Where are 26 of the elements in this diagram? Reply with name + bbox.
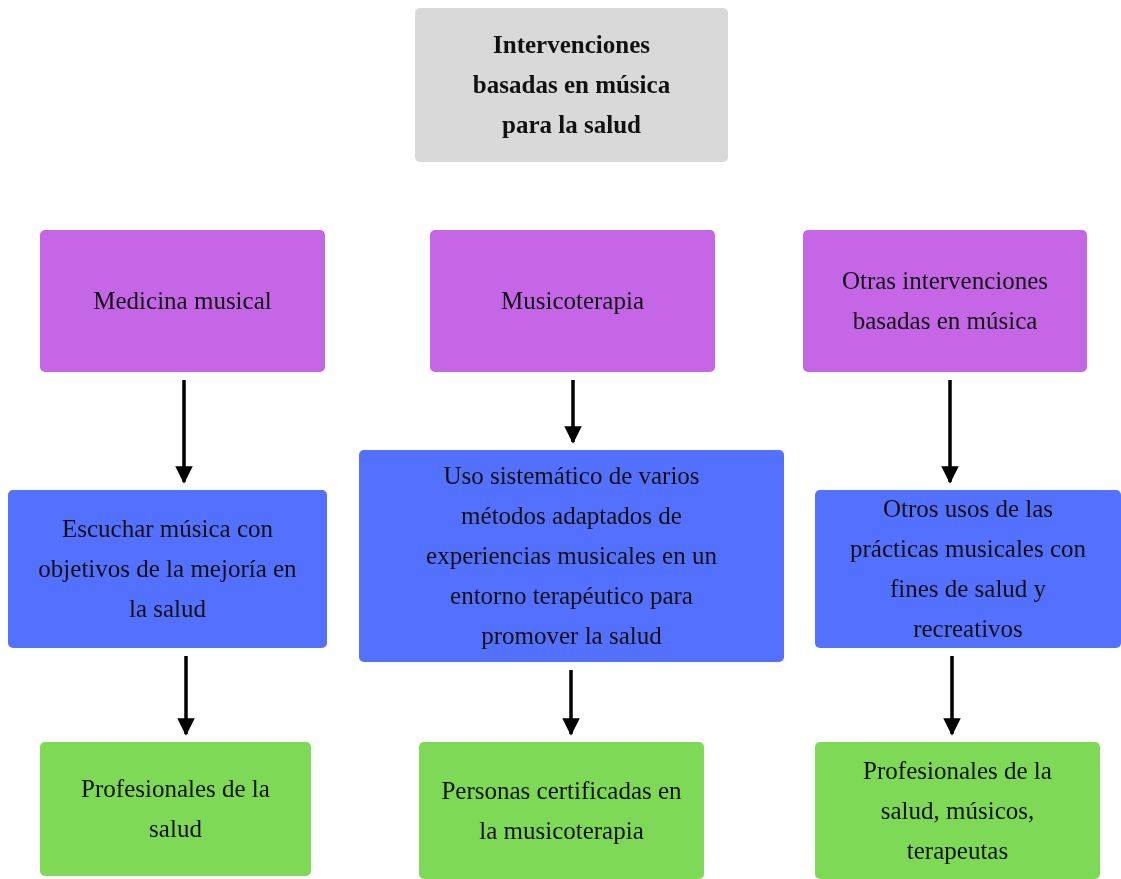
process-box: [40, 742, 311, 876]
arrow: [941, 380, 959, 484]
process-box: [419, 742, 704, 879]
box-text: Personas certificadas en la musicoterapia: [440, 775, 683, 846]
box-text: Uso sistemático de varios métodos adaptados de experiencias musicales en un entorno terapéutico para promover la salud: [425, 461, 718, 651]
box-text: Profesionales de la salud: [80, 774, 271, 844]
title-text: Intervenciones basadas en música para la salud: [471, 30, 672, 140]
box-text: Otros usos de las prácticas musicales con fines de salud y recreativos: [849, 494, 1087, 644]
box-text: Otras intervenciones basadas en música: [840, 266, 1050, 336]
arrow: [175, 380, 193, 484]
process-box: [430, 230, 715, 372]
process-box: [359, 450, 784, 662]
box-text: Profesionales de la salud, músicos, terapeutas: [862, 755, 1053, 866]
arrow: [564, 380, 582, 444]
arrow: [177, 656, 195, 736]
box-text: Escuchar música con objetivos de la mejoría en la salud: [38, 514, 297, 624]
process-box: [803, 230, 1087, 372]
process-box: [8, 490, 327, 648]
box-text: Medicina musical: [93, 286, 272, 316]
arrow: [562, 670, 580, 736]
process-box: [815, 490, 1121, 648]
box-text: Musicoterapia: [501, 286, 644, 316]
arrow: [943, 656, 961, 736]
process-box: [40, 230, 325, 372]
process-box: [815, 742, 1100, 879]
title-box: [415, 8, 728, 162]
